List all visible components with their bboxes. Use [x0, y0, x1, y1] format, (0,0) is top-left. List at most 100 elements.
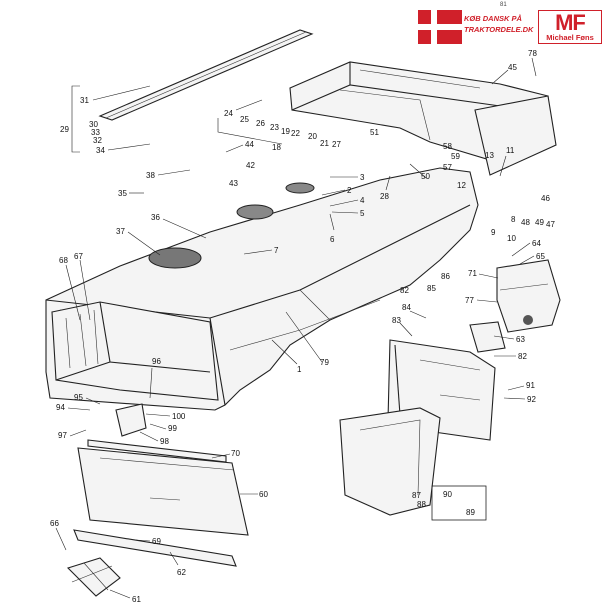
callout-82-top: 82 [400, 286, 409, 295]
callout-1: 1 [297, 365, 302, 374]
callout-87: 87 [412, 491, 421, 500]
callout-62: 62 [177, 568, 186, 577]
callout-98: 98 [160, 437, 169, 446]
callout-90: 90 [443, 490, 452, 499]
callout-91: 91 [526, 381, 535, 390]
callout-97: 97 [58, 431, 67, 440]
callout-2: 2 [347, 186, 352, 195]
callout-35: 35 [118, 189, 127, 198]
callout-42: 42 [246, 161, 255, 170]
callout-94: 94 [56, 403, 65, 412]
callout-9: 9 [491, 228, 496, 237]
callout-60: 60 [259, 490, 268, 499]
shop-slogan[interactable]: KØB DANSK PÅ TRAKTORDELE.DK [464, 13, 534, 35]
bottom-bar [73, 529, 237, 567]
callout-85: 85 [427, 284, 436, 293]
callout-36: 36 [151, 213, 160, 222]
callout-30: 30 [89, 120, 98, 129]
shop-slogan-line1: KØB DANSK PÅ [464, 14, 522, 23]
callout-86: 86 [441, 272, 450, 281]
callouts: 1 2 3 4 5 6 7 8 9 10 11 12 13 18 19 20 2… [50, 49, 555, 604]
brand-banner[interactable]: KØB DANSK PÅ TRAKTORDELE.DK MF Michael F… [418, 10, 604, 46]
callout-47: 47 [546, 220, 555, 229]
callout-28: 28 [380, 192, 389, 201]
callout-21: 21 [320, 139, 329, 148]
emblem [66, 557, 121, 597]
grille-plate [77, 447, 249, 536]
callout-32: 32 [93, 136, 102, 145]
callout-22: 22 [291, 129, 300, 138]
callout-51: 51 [370, 128, 379, 137]
callout-6: 6 [330, 235, 335, 244]
callout-44: 44 [245, 140, 254, 149]
callout-59: 59 [451, 152, 460, 161]
callout-29: 29 [60, 125, 69, 134]
callout-64: 64 [532, 239, 541, 248]
callout-70: 70 [231, 449, 240, 458]
callout-18: 18 [272, 143, 281, 152]
top-strip [98, 29, 314, 121]
callout-78: 78 [528, 49, 537, 58]
callout-83: 83 [392, 316, 401, 325]
callout-10: 10 [507, 234, 516, 243]
fastener-box [431, 485, 487, 521]
callout-67: 67 [74, 252, 83, 261]
callout-12: 12 [457, 181, 466, 190]
callout-31: 31 [80, 96, 89, 105]
callout-68: 68 [59, 256, 68, 265]
callout-79: 79 [320, 358, 329, 367]
callout-23: 23 [270, 123, 279, 132]
mf-logo[interactable]: MF Michael Føns [538, 10, 602, 44]
callout-46: 46 [541, 194, 550, 203]
callout-88: 88 [417, 500, 426, 509]
callout-84: 84 [402, 303, 411, 312]
lower-support [339, 407, 441, 516]
callout-66: 66 [50, 519, 59, 528]
callout-61: 61 [132, 595, 141, 604]
bracket-63 [469, 321, 506, 353]
callout-5: 5 [360, 209, 365, 218]
callout-25: 25 [240, 115, 249, 124]
callout-99: 99 [168, 424, 177, 433]
callout-19: 19 [281, 127, 290, 136]
callout-77: 77 [465, 296, 474, 305]
callout-27: 27 [332, 140, 341, 149]
callout-3: 3 [360, 173, 365, 182]
callout-38: 38 [146, 171, 155, 180]
callout-96: 96 [152, 357, 161, 366]
callout-45: 45 [508, 63, 517, 72]
callout-89: 89 [466, 508, 475, 517]
callout-24: 24 [224, 109, 233, 118]
corner-mark: 81 [500, 2, 507, 8]
callout-26: 26 [256, 119, 265, 128]
callout-48: 48 [521, 218, 530, 227]
side-cover [496, 259, 561, 333]
logo-name: Michael Føns [546, 33, 594, 42]
group-bracket-18 [217, 118, 283, 145]
callout-63: 63 [516, 335, 525, 344]
callout-50: 50 [421, 172, 430, 181]
callout-13: 13 [485, 151, 494, 160]
group-bracket-29 [71, 85, 80, 153]
callout-82-right: 82 [518, 352, 527, 361]
callout-20: 20 [308, 132, 317, 141]
callout-58: 58 [443, 142, 452, 151]
trim-strip [87, 439, 227, 463]
callout-69: 69 [152, 537, 161, 546]
upper-housing [289, 61, 557, 176]
logo-mark: MF [555, 10, 586, 35]
callout-8: 8 [511, 215, 516, 224]
callout-92: 92 [527, 395, 536, 404]
bracket-100 [115, 403, 147, 437]
grille-opening [51, 301, 219, 401]
callout-11: 11 [506, 146, 515, 155]
callout-71: 71 [468, 269, 477, 278]
callout-33: 33 [91, 128, 100, 137]
shop-slogan-line2: TRAKTORDELE.DK [464, 25, 534, 34]
callout-57: 57 [443, 163, 452, 172]
callout-65: 65 [536, 252, 545, 261]
callout-49: 49 [535, 218, 544, 227]
callout-100: 100 [172, 412, 186, 421]
